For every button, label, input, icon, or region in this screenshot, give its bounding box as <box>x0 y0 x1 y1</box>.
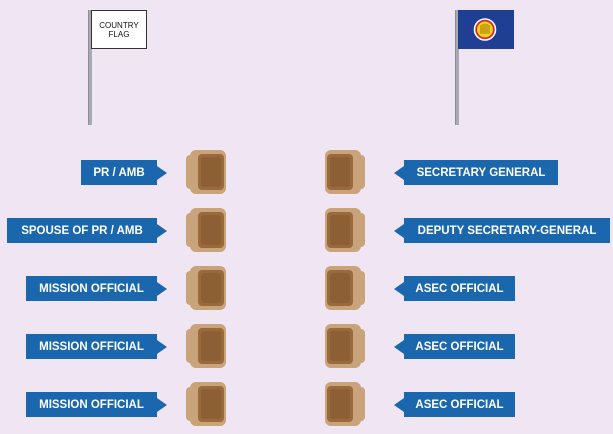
right-chair-5 <box>321 379 367 429</box>
asean-emblem-icon <box>473 18 497 41</box>
right-seat-arrow-2 <box>394 223 404 238</box>
country-flag-pole <box>88 10 92 125</box>
left-seat-arrow-5 <box>157 397 167 412</box>
left-seat-arrow-3 <box>157 281 167 296</box>
right-chair-1 <box>321 147 367 197</box>
asean-flag-pole <box>455 10 459 125</box>
right-seat-label-5: ASEC OFFICIAL <box>404 392 515 417</box>
right-seat-label-2: DEPUTY SECRETARY-GENERAL <box>404 218 610 243</box>
right-chair-4 <box>321 321 367 371</box>
country-flag-label-line1: COUNTRY <box>99 20 139 30</box>
left-seat-label-2: SPOUSE OF PR / AMB <box>7 218 157 243</box>
left-chair-5 <box>184 379 230 429</box>
left-seat-arrow-2 <box>157 223 167 238</box>
right-seat-arrow-3 <box>394 281 404 296</box>
right-seat-label-1: SECRETARY GENERAL <box>404 160 558 185</box>
country-flag: COUNTRY FLAG <box>91 10 147 49</box>
left-chair-4 <box>184 321 230 371</box>
country-flag-label-line2: FLAG <box>108 29 130 39</box>
right-seat-arrow-4 <box>394 339 404 354</box>
left-chair-1 <box>184 147 230 197</box>
right-seat-arrow-5 <box>394 397 404 412</box>
left-chair-3 <box>184 263 230 313</box>
right-chair-2 <box>321 205 367 255</box>
left-chair-2 <box>184 205 230 255</box>
left-seat-label-5: MISSION OFFICIAL <box>26 392 157 417</box>
left-seat-label-4: MISSION OFFICIAL <box>26 334 157 359</box>
left-seat-label-1: PR / AMB <box>81 160 157 185</box>
right-seat-arrow-1 <box>394 165 404 180</box>
left-seat-label-3: MISSION OFFICIAL <box>26 276 157 301</box>
right-chair-3 <box>321 263 367 313</box>
left-seat-arrow-4 <box>157 339 167 354</box>
right-seat-label-3: ASEC OFFICIAL <box>404 276 515 301</box>
right-seat-label-4: ASEC OFFICIAL <box>404 334 515 359</box>
left-seat-arrow-1 <box>157 165 167 180</box>
asean-flag <box>458 10 514 49</box>
